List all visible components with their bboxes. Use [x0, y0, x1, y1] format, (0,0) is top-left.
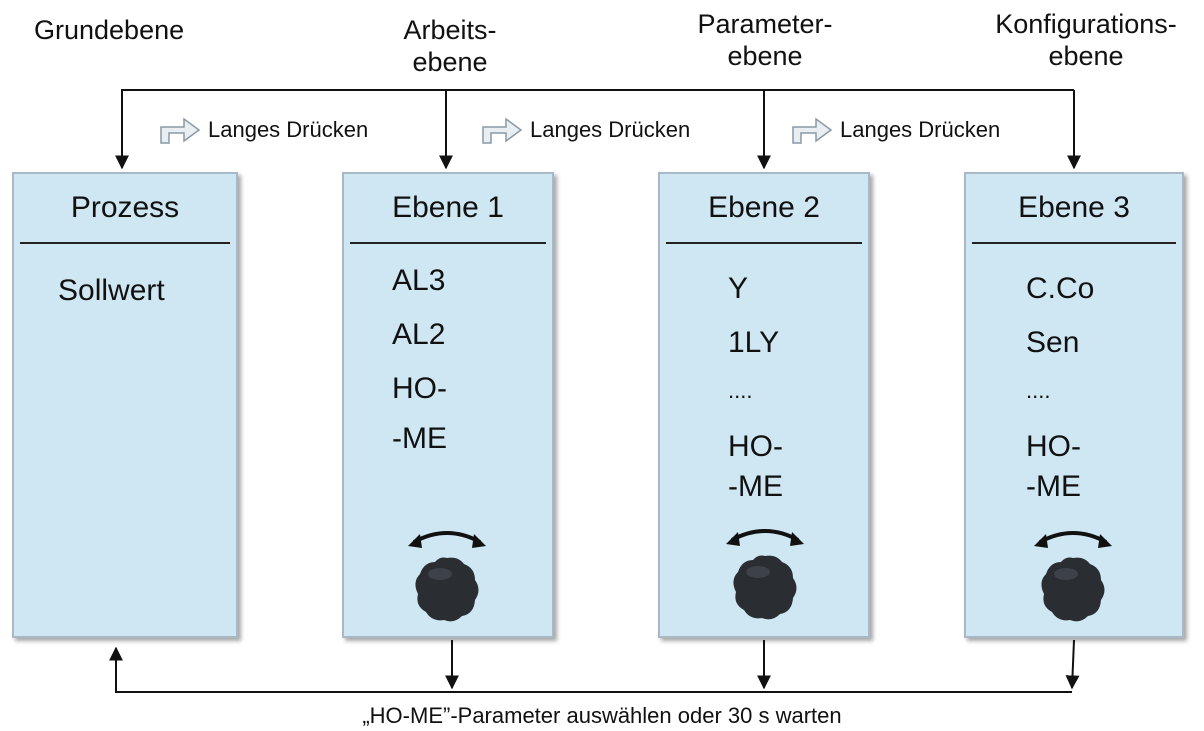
box-ebene-3: Ebene 3 C.Co Sen .... HO- -ME — [964, 172, 1184, 638]
box-item: Y — [728, 272, 749, 305]
box-item: .... — [1026, 378, 1051, 403]
level-label-konfigurationsebene: Konfigurations- ebene — [995, 9, 1177, 71]
box-ebene-2: Ebene 2 Y 1LY .... HO- -ME — [658, 172, 870, 638]
arrow-bottom-ebene3 — [1065, 639, 1080, 690]
box-item: Sollwert — [58, 274, 165, 307]
box-item: AL3 — [392, 264, 446, 297]
press-arrow-icon — [792, 117, 833, 144]
box-item: HO- — [728, 430, 783, 463]
box-item: C.Co — [1026, 272, 1095, 305]
box-item: .... — [728, 378, 753, 403]
bottom-return-line — [109, 646, 1072, 693]
box-item: 1LY — [728, 326, 780, 359]
rotary-knob-icon — [1034, 531, 1112, 622]
level-label-arbeitsebene: Arbeits- ebene — [403, 15, 497, 77]
press-arrow-icon — [482, 117, 523, 144]
box-item: Sen — [1026, 326, 1080, 359]
box-title: Prozess — [20, 174, 230, 244]
rotary-knob-icon — [408, 531, 486, 622]
transition-long-press-1: Langes Drücken — [158, 110, 368, 150]
top-return-line — [115, 89, 1074, 170]
rotate-arrow-icon — [413, 531, 481, 544]
level-label-grundebene: Grundebene — [34, 15, 185, 45]
level-label-parameterebene: Parameter- ebene — [697, 9, 833, 71]
footer-caption: „HO-ME”-Parameter auswählen oder 30 s wa… — [362, 703, 842, 728]
box-title: Ebene 3 — [972, 174, 1176, 244]
box-item: HO- — [1026, 430, 1081, 463]
box-item: AL2 — [392, 318, 446, 351]
transition-long-press-3: Langes Drücken — [790, 110, 1000, 150]
rotate-arrow-icon — [1039, 531, 1107, 544]
rotary-knob-icon — [726, 529, 804, 620]
box-item: -ME — [392, 422, 447, 455]
box-prozess: Prozess Sollwert — [12, 172, 238, 638]
box-item: HO- — [392, 372, 447, 405]
rotate-arrow-icon — [731, 529, 799, 542]
box-item: -ME — [728, 470, 783, 503]
press-arrow-icon — [160, 117, 201, 144]
box-ebene-1: Ebene 1 AL3 AL2 HO- -ME — [342, 172, 554, 638]
box-title: Ebene 1 — [350, 174, 546, 244]
box-item: -ME — [1026, 470, 1081, 503]
transition-long-press-2: Langes Drücken — [480, 110, 690, 150]
box-title: Ebene 2 — [666, 174, 862, 244]
